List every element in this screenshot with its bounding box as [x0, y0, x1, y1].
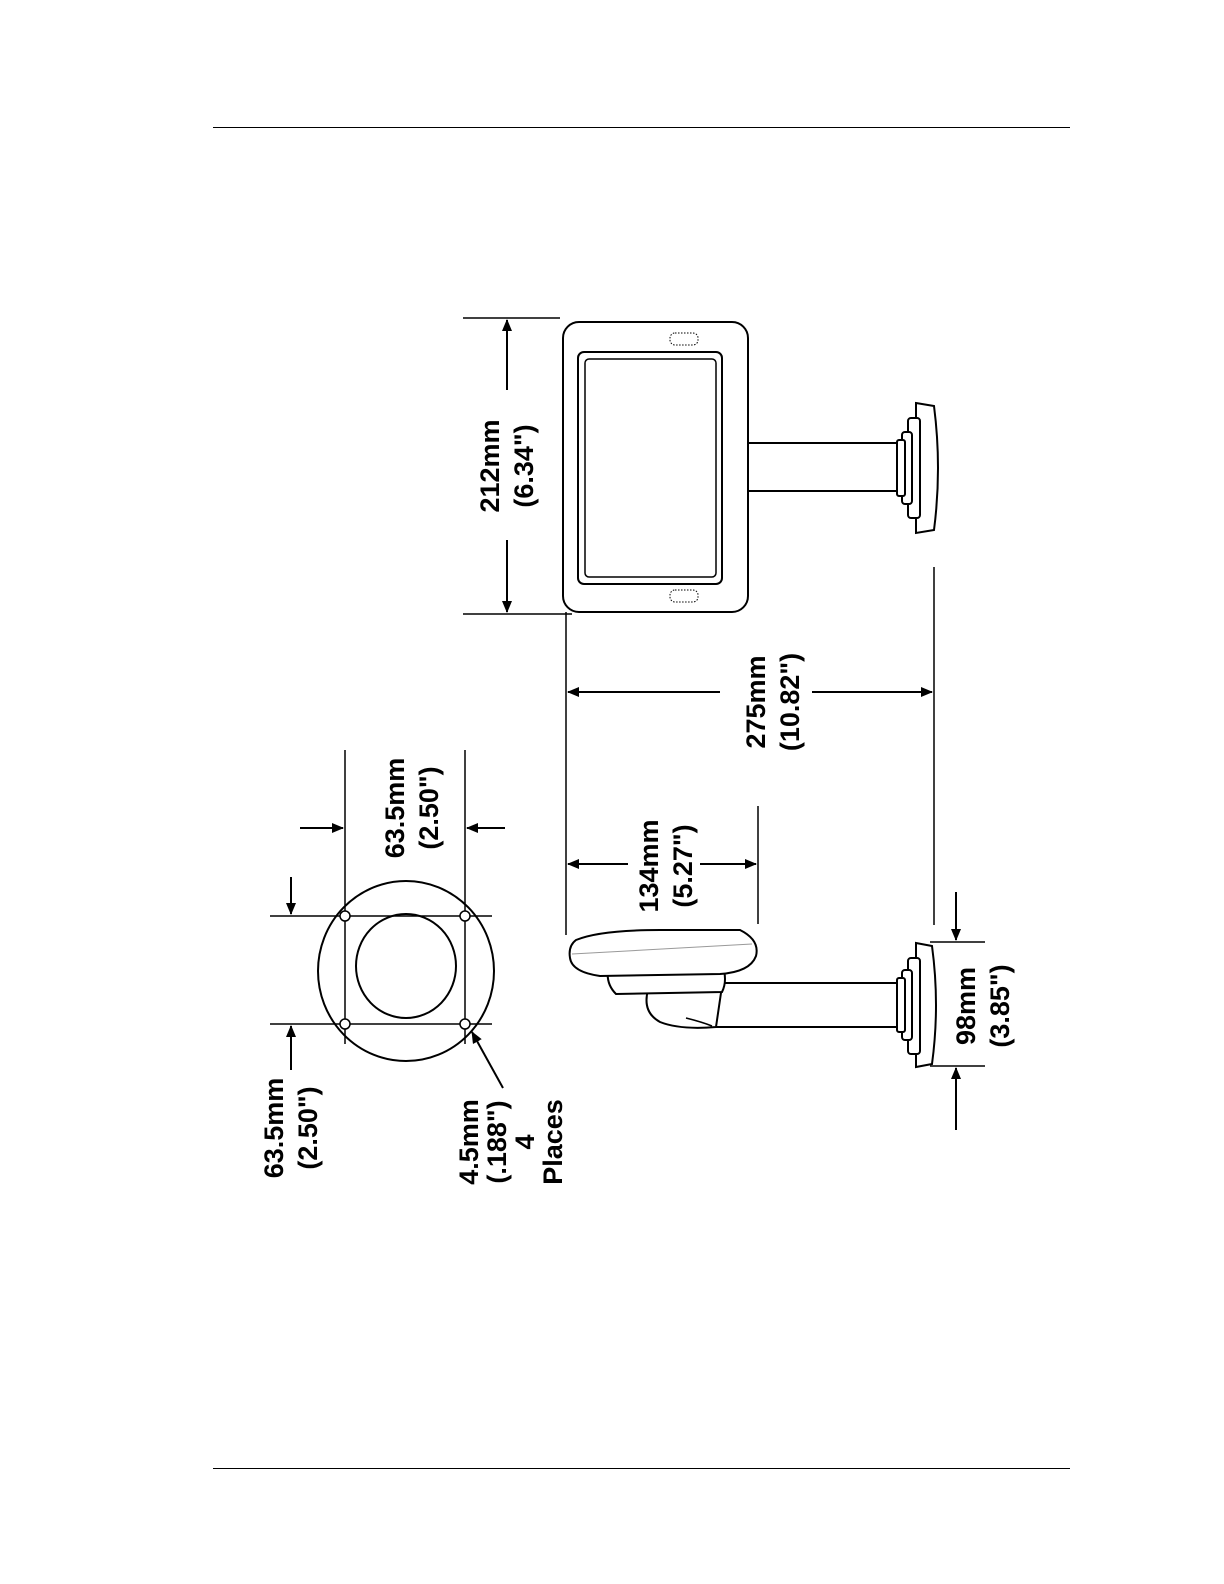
display-depth-in-label: (5.27"): [668, 824, 698, 907]
monitor-base: [897, 403, 938, 533]
hole-in-label: (.188"): [482, 1100, 512, 1183]
hole-mm-label: 4.5mm: [454, 1099, 484, 1185]
monitor-side-view: [570, 930, 936, 1067]
hole-spacing-v-in-label: (2.50"): [293, 1086, 323, 1169]
mount-plate-inner: [356, 914, 456, 1018]
hole-spacing-h-mm-label: 63.5mm: [380, 758, 410, 859]
monitor-pole: [748, 443, 908, 491]
dimension-base: 98mm (3.85"): [930, 892, 1015, 1130]
depth-in-label: (10.82"): [775, 653, 805, 751]
dimension-display-depth: 134mm (5.27"): [568, 806, 758, 924]
mount-hole: [340, 1019, 350, 1029]
dimension-hole-spacing-vertical: 63.5mm (2.50"): [259, 877, 323, 1178]
hole-spacing-v-mm-label: 63.5mm: [259, 1078, 289, 1179]
dimension-height: 212mm (6.34"): [463, 318, 572, 614]
dimension-hole-spacing-horizontal: 63.5mm (2.50"): [300, 758, 505, 859]
height-in-label: (6.34"): [509, 424, 539, 507]
mount-hole: [460, 1019, 470, 1029]
display-depth-mm-label: 134mm: [634, 819, 664, 912]
base-in-label: (3.85"): [985, 964, 1015, 1047]
mount-hole: [460, 911, 470, 921]
hole-spacing-h-in-label: (2.50"): [414, 766, 444, 849]
mount-hole: [340, 911, 350, 921]
side-base: [897, 943, 936, 1067]
base-mm-label: 98mm: [951, 967, 981, 1045]
hole-places-label: Places: [538, 1099, 568, 1185]
dimension-depth: 275mm (10.82"): [566, 567, 934, 935]
hole-count-label: 4: [510, 1134, 540, 1149]
monitor-screen-outer: [578, 352, 722, 584]
height-mm-label: 212mm: [475, 419, 505, 512]
monitor-front-view: [563, 322, 938, 612]
depth-mm-label: 275mm: [741, 655, 771, 748]
side-pole: [716, 983, 908, 1027]
hole-callout: 4.5mm (.188") 4 Places: [454, 1032, 568, 1185]
